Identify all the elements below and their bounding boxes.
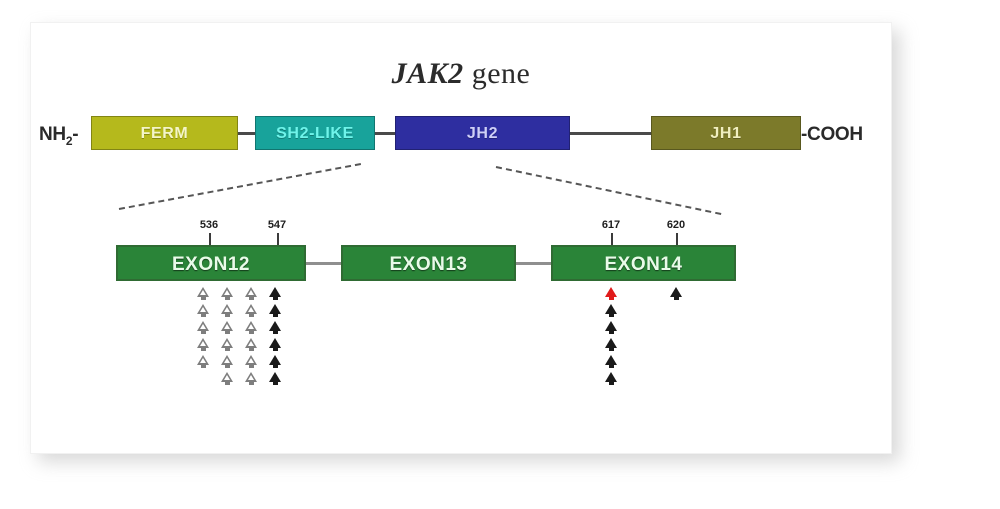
mutation-triangle-exon12-c1-r4-stem [224,365,230,368]
exon-row: EXON12 EXON13 EXON14 [31,245,891,285]
domain-box-jh2: JH2 [395,116,570,150]
position-label-547: 547 [267,219,287,231]
mutation-triangle-exon12-c1-r4 [221,355,233,365]
mutation-triangle-617-5-stem [608,382,614,385]
mutation-triangle-exon12-c2-r4 [245,355,257,365]
position-label-617: 617 [601,219,621,231]
mutation-triangle-exon12-c0-r2-stem [200,331,206,334]
mutation-triangle-exon12-c2-r1-stem [248,314,254,317]
mutation-triangle-exon12-c2-r3 [245,338,257,348]
mutation-triangle-exon12-c1-r0-stem [224,297,230,300]
n-terminus-label: NH2- [39,124,79,148]
gene-word-text: gene [463,57,531,90]
domain-linker-0 [238,132,255,135]
exon-linker-0 [306,262,341,265]
mutation-triangle-exon12-c0-r4 [197,355,209,365]
c-terminus-label: -COOH [801,124,863,145]
mutation-triangle-617-3-stem [608,348,614,351]
mutation-triangle-exon12-c2-r1 [245,304,257,314]
mutation-triangle-exon12-c1-r3-stem [224,348,230,351]
mutation-triangle-exon12-c3-r5-stem [272,382,278,385]
domain-box-sh2-like: SH2-LIKE [255,116,375,150]
domain-box-jh1: JH1 [651,116,801,150]
mutation-triangle-617-4 [605,355,617,365]
mutation-triangle-exon12-c0-r3 [197,338,209,348]
mutation-triangle-exon12-c3-r1 [269,304,281,314]
mutation-triangle-exon12-c1-r2 [221,321,233,331]
mutation-triangle-exon12-c2-r3-stem [248,348,254,351]
mutation-triangle-620-0 [670,287,682,297]
mutation-triangle-exon12-c3-r5 [269,372,281,382]
mutation-triangle-617-4-stem [608,365,614,368]
mutation-triangle-exon12-c1-r5 [221,372,233,382]
mutation-triangle-exon12-c3-r0-stem [272,297,278,300]
position-tick-617 [611,233,613,247]
mutation-triangle-exon12-c0-r0-stem [200,297,206,300]
mutation-triangle-exon12-c3-r2-stem [272,331,278,334]
domain-box-ferm: FERM [91,116,238,150]
exon-box-exon12: EXON12 [116,245,306,281]
mutation-triangle-exon12-c2-r2-stem [248,331,254,334]
position-tick-547 [277,233,279,247]
mutation-triangle-exon12-c1-r1 [221,304,233,314]
exon-box-exon13: EXON13 [341,245,516,281]
gene-name-text: JAK2 [391,57,464,90]
exon-box-exon14: EXON14 [551,245,736,281]
figure-title: JAK2 gene [31,57,891,91]
domain-linker-1 [375,132,395,135]
mutation-triangle-exon12-c0-r3-stem [200,348,206,351]
mutation-triangle-exon12-c1-r0 [221,287,233,297]
mutation-triangle-617-5 [605,372,617,382]
mutation-triangle-617-2 [605,321,617,331]
mutation-triangle-exon12-c1-r5-stem [224,382,230,385]
mutation-triangle-617-3 [605,338,617,348]
mutation-triangle-exon12-c2-r0-stem [248,297,254,300]
n-terminus-text: NH [39,124,66,145]
mutation-triangle-exon12-c3-r2 [269,321,281,331]
mutation-triangle-exon12-c1-r2-stem [224,331,230,334]
mutation-triangle-617-0-stem [608,297,614,300]
position-label-620: 620 [666,219,686,231]
n-terminus-dash: - [72,124,79,145]
mutation-triangle-617-1 [605,304,617,314]
mutation-triangle-exon12-c3-r1-stem [272,314,278,317]
mutation-triangle-exon12-c0-r2 [197,321,209,331]
mutation-triangle-exon12-c3-r0 [269,287,281,297]
mutation-triangle-exon12-c3-r4 [269,355,281,365]
mutation-triangle-exon12-c3-r3 [269,338,281,348]
projection-line-0 [118,163,362,210]
mutation-triangle-exon12-c0-r1-stem [200,314,206,317]
domain-linker-2 [570,132,651,135]
mutation-triangle-exon12-c1-r3 [221,338,233,348]
mutation-triangle-exon12-c3-r4-stem [272,365,278,368]
mutation-triangle-exon12-c2-r5 [245,372,257,382]
mutation-triangle-exon12-c3-r3-stem [272,348,278,351]
projection-line-1 [495,166,722,215]
mutation-triangle-exon12-c2-r5-stem [248,382,254,385]
protein-domain-row: NH2- -COOH FERM SH2-LIKE JH2 JH1 [31,116,891,162]
mutation-triangle-617-1-stem [608,314,614,317]
position-label-536: 536 [199,219,219,231]
mutation-triangle-617-0 [605,287,617,297]
mutation-triangle-exon12-c0-r4-stem [200,365,206,368]
mutation-triangle-620-0-stem [673,297,679,300]
mutation-triangle-exon12-c0-r0 [197,287,209,297]
exon-linker-1 [516,262,551,265]
mutation-triangle-exon12-c2-r4-stem [248,365,254,368]
n-terminus-subscript: 2 [65,133,73,148]
mutation-triangle-exon12-c2-r2 [245,321,257,331]
mutation-triangle-617-2-stem [608,331,614,334]
mutation-triangle-exon12-c0-r1 [197,304,209,314]
mutation-triangle-exon12-c2-r0 [245,287,257,297]
mutation-triangle-exon12-c1-r1-stem [224,314,230,317]
position-tick-536 [209,233,211,247]
position-tick-620 [676,233,678,247]
